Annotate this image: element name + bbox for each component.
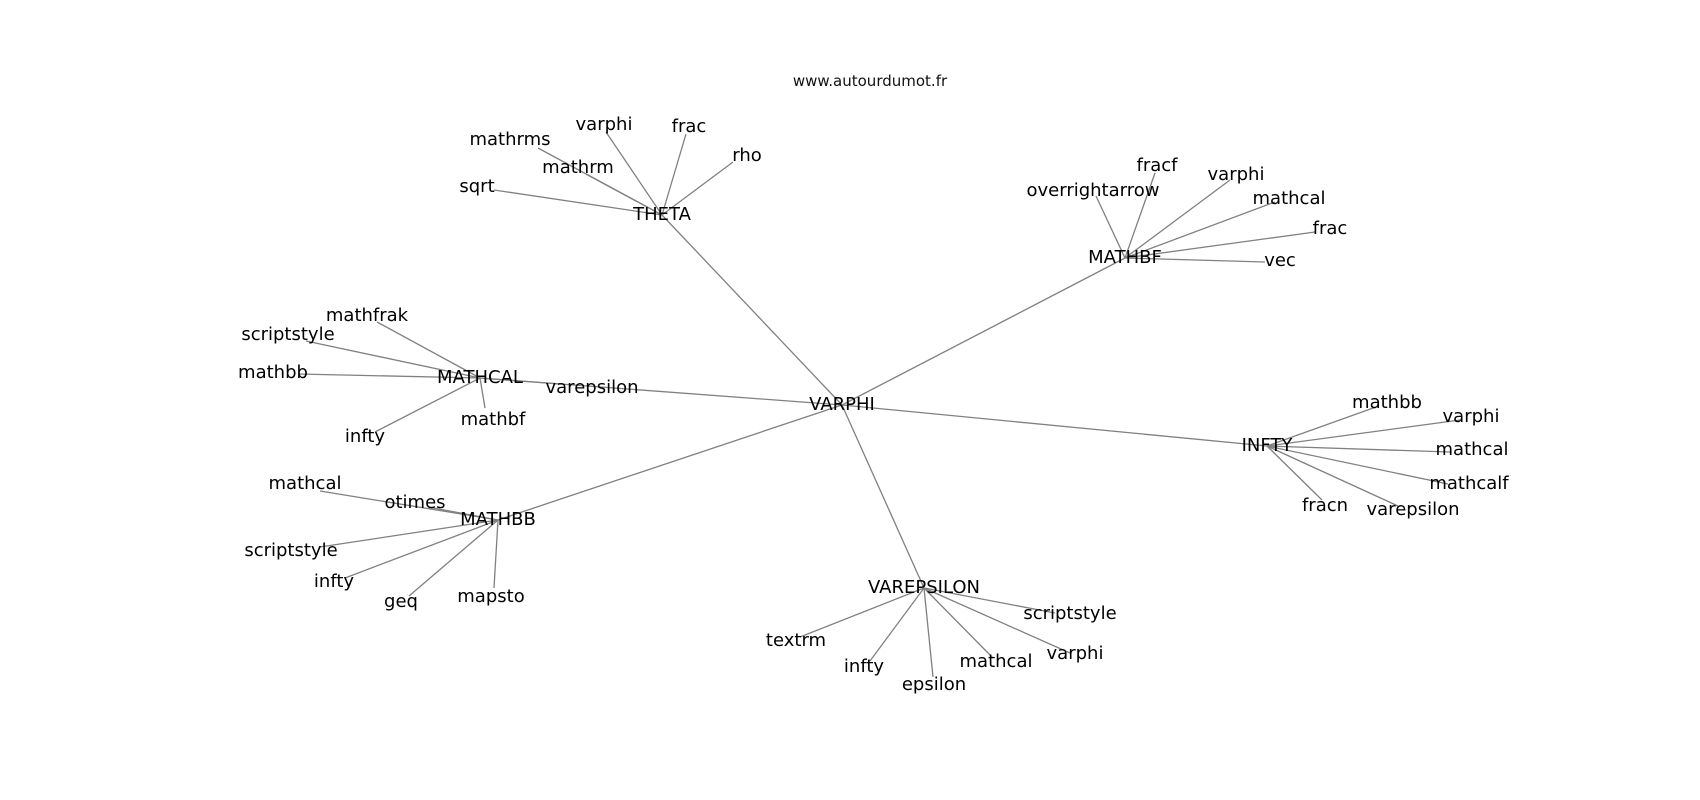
- hub-node-label-mathcal: MATHCAL: [437, 367, 523, 388]
- leaf-node-label-mathbb-mathcal: mathcal: [269, 473, 342, 494]
- edge-infty-fracn: [1266, 445, 1323, 501]
- edge-mathbb-mathcal: [319, 490, 499, 521]
- edge-infty-mathbb: [1266, 406, 1377, 447]
- leaf-node-label-mathcal-varepsilon: varepsilon: [546, 377, 639, 398]
- edge-varepsilon-infty: [869, 587, 925, 662]
- edge-infty-mathcalf: [1266, 445, 1449, 485]
- edge-mathbb-infty: [344, 519, 499, 579]
- edge-center-theta: [661, 214, 843, 406]
- leaf-node-label-mathbf-fracf: fracf: [1136, 155, 1178, 176]
- hub-node-label-varepsilon: VAREPSILON: [868, 577, 980, 598]
- hub-node-label-mathbb: MATHBB: [460, 509, 536, 530]
- edge-mathbf-varphi: [1124, 179, 1231, 259]
- leaf-node-label-theta-sqrt: sqrt: [459, 176, 494, 197]
- edge-center-varepsilon: [841, 404, 925, 589]
- leaf-node-label-mathbf-varphi: varphi: [1208, 164, 1265, 185]
- leaf-node-label-infty-varphi: varphi: [1443, 406, 1500, 427]
- leaf-node-label-mathbb-otimes: otimes: [384, 492, 445, 513]
- edge-center-mathbf: [841, 257, 1126, 406]
- leaf-node-label-varepsilon-infty: infty: [844, 656, 884, 677]
- edge-theta-rho: [661, 161, 734, 216]
- edge-varepsilon-mathcal: [923, 587, 994, 659]
- leaf-node-label-varepsilon-epsilon: epsilon: [902, 674, 966, 695]
- edge-theta-varphi: [605, 131, 663, 216]
- leaf-node-label-infty-mathcalf: mathcalf: [1429, 473, 1509, 494]
- leaf-node-label-infty-varepsilon: varepsilon: [1367, 499, 1460, 520]
- edge-mathcal-infty: [374, 377, 481, 433]
- leaf-node-label-mathbb-mapsto: mapsto: [457, 586, 524, 607]
- edge-theta-mathrm: [585, 173, 663, 216]
- center-node-label: VARPHI: [809, 394, 875, 415]
- edge-theta-sqrt: [493, 189, 663, 216]
- edge-mathbb-otimes: [427, 506, 499, 521]
- leaf-node-label-infty-mathcal: mathcal: [1436, 439, 1509, 460]
- edge-mathbf-mathcal: [1124, 201, 1276, 259]
- edge-mathbf-vec: [1124, 257, 1266, 263]
- edge-mathbf-frac: [1124, 231, 1316, 259]
- leaf-node-label-infty-fracn: fracn: [1302, 495, 1348, 516]
- edge-infty-varphi: [1266, 419, 1461, 447]
- leaf-node-label-theta-mathrms: mathrms: [469, 129, 550, 150]
- edge-center-mathbb: [497, 404, 843, 521]
- edge-varepsilon-textrm: [799, 587, 925, 638]
- leaf-node-label-mathcal-mathbb: mathbb: [238, 362, 308, 383]
- hub-node-label-theta: THETA: [632, 204, 692, 225]
- leaf-node-label-theta-rho: rho: [732, 145, 762, 166]
- leaf-node-label-mathbf-frac: frac: [1313, 218, 1348, 239]
- leaf-node-label-mathbf-mathcal: mathcal: [1253, 188, 1326, 209]
- edge-infty-varepsilon: [1266, 445, 1399, 507]
- leaf-node-label-varepsilon-scriptstyle: scriptstyle: [1023, 603, 1116, 624]
- edge-varepsilon-scriptstyle: [923, 587, 1056, 614]
- leaf-node-label-mathbf-overrightarrow: overrightarrow: [1027, 180, 1160, 201]
- hub-node-label-mathbf: MATHBF: [1088, 247, 1162, 268]
- edge-mathbb-geq: [408, 519, 499, 597]
- leaf-node-label-mathcal-mathbf: mathbf: [461, 409, 526, 430]
- leaf-node-label-theta-varphi: varphi: [576, 114, 633, 135]
- leaf-node-label-infty-mathbb: mathbb: [1352, 392, 1422, 413]
- leaf-node-label-theta-mathrm: mathrm: [542, 157, 614, 178]
- hub-node-label-infty: INFTY: [1242, 435, 1294, 456]
- edge-mathcal-mathbb: [297, 373, 481, 379]
- leaf-node-label-mathbb-geq: geq: [384, 591, 418, 612]
- edge-mathbb-scriptstyle: [319, 519, 499, 548]
- leaf-node-label-mathbb-scriptstyle: scriptstyle: [244, 540, 337, 561]
- edge-infty-mathcal: [1266, 445, 1451, 453]
- edge-theta-frac: [661, 133, 687, 216]
- leaf-node-label-varepsilon-mathcal: mathcal: [960, 651, 1033, 672]
- leaf-node-label-varepsilon-textrm: textrm: [766, 630, 826, 651]
- edge-mathbf-overrightarrow: [1095, 195, 1126, 259]
- edge-center-infty: [841, 404, 1268, 447]
- edge-mathcal-varepsilon: [479, 377, 561, 385]
- leaf-node-label-mathbb-infty: infty: [314, 571, 354, 592]
- leaf-node-label-theta-frac: frac: [672, 116, 707, 137]
- edge-mathcal-scriptstyle: [305, 340, 481, 379]
- edge-mathbf-fracf: [1124, 172, 1156, 259]
- leaf-node-label-mathcal-mathfrak: mathfrak: [326, 305, 409, 326]
- edge-mathcal-mathfrak: [376, 321, 481, 379]
- graph-edges: [297, 131, 1461, 678]
- leaf-node-label-mathcal-scriptstyle: scriptstyle: [241, 324, 334, 345]
- leaf-node-label-varepsilon-varphi: varphi: [1047, 643, 1104, 664]
- watermark: www.autourdumot.fr: [792, 72, 948, 90]
- edge-mathbb-mapsto: [493, 519, 499, 589]
- graph-labels: VARPHI THETA mathrms varphi frac rho mathrm sqr…: [238, 114, 1509, 695]
- edge-varepsilon-epsilon: [923, 587, 934, 678]
- edge-varepsilon-varphi: [923, 587, 1071, 654]
- edge-mathcal-mathbf: [479, 377, 486, 409]
- leaf-node-label-mathcal-infty: infty: [345, 426, 385, 447]
- leaf-node-label-mathbf-vec: vec: [1264, 250, 1296, 271]
